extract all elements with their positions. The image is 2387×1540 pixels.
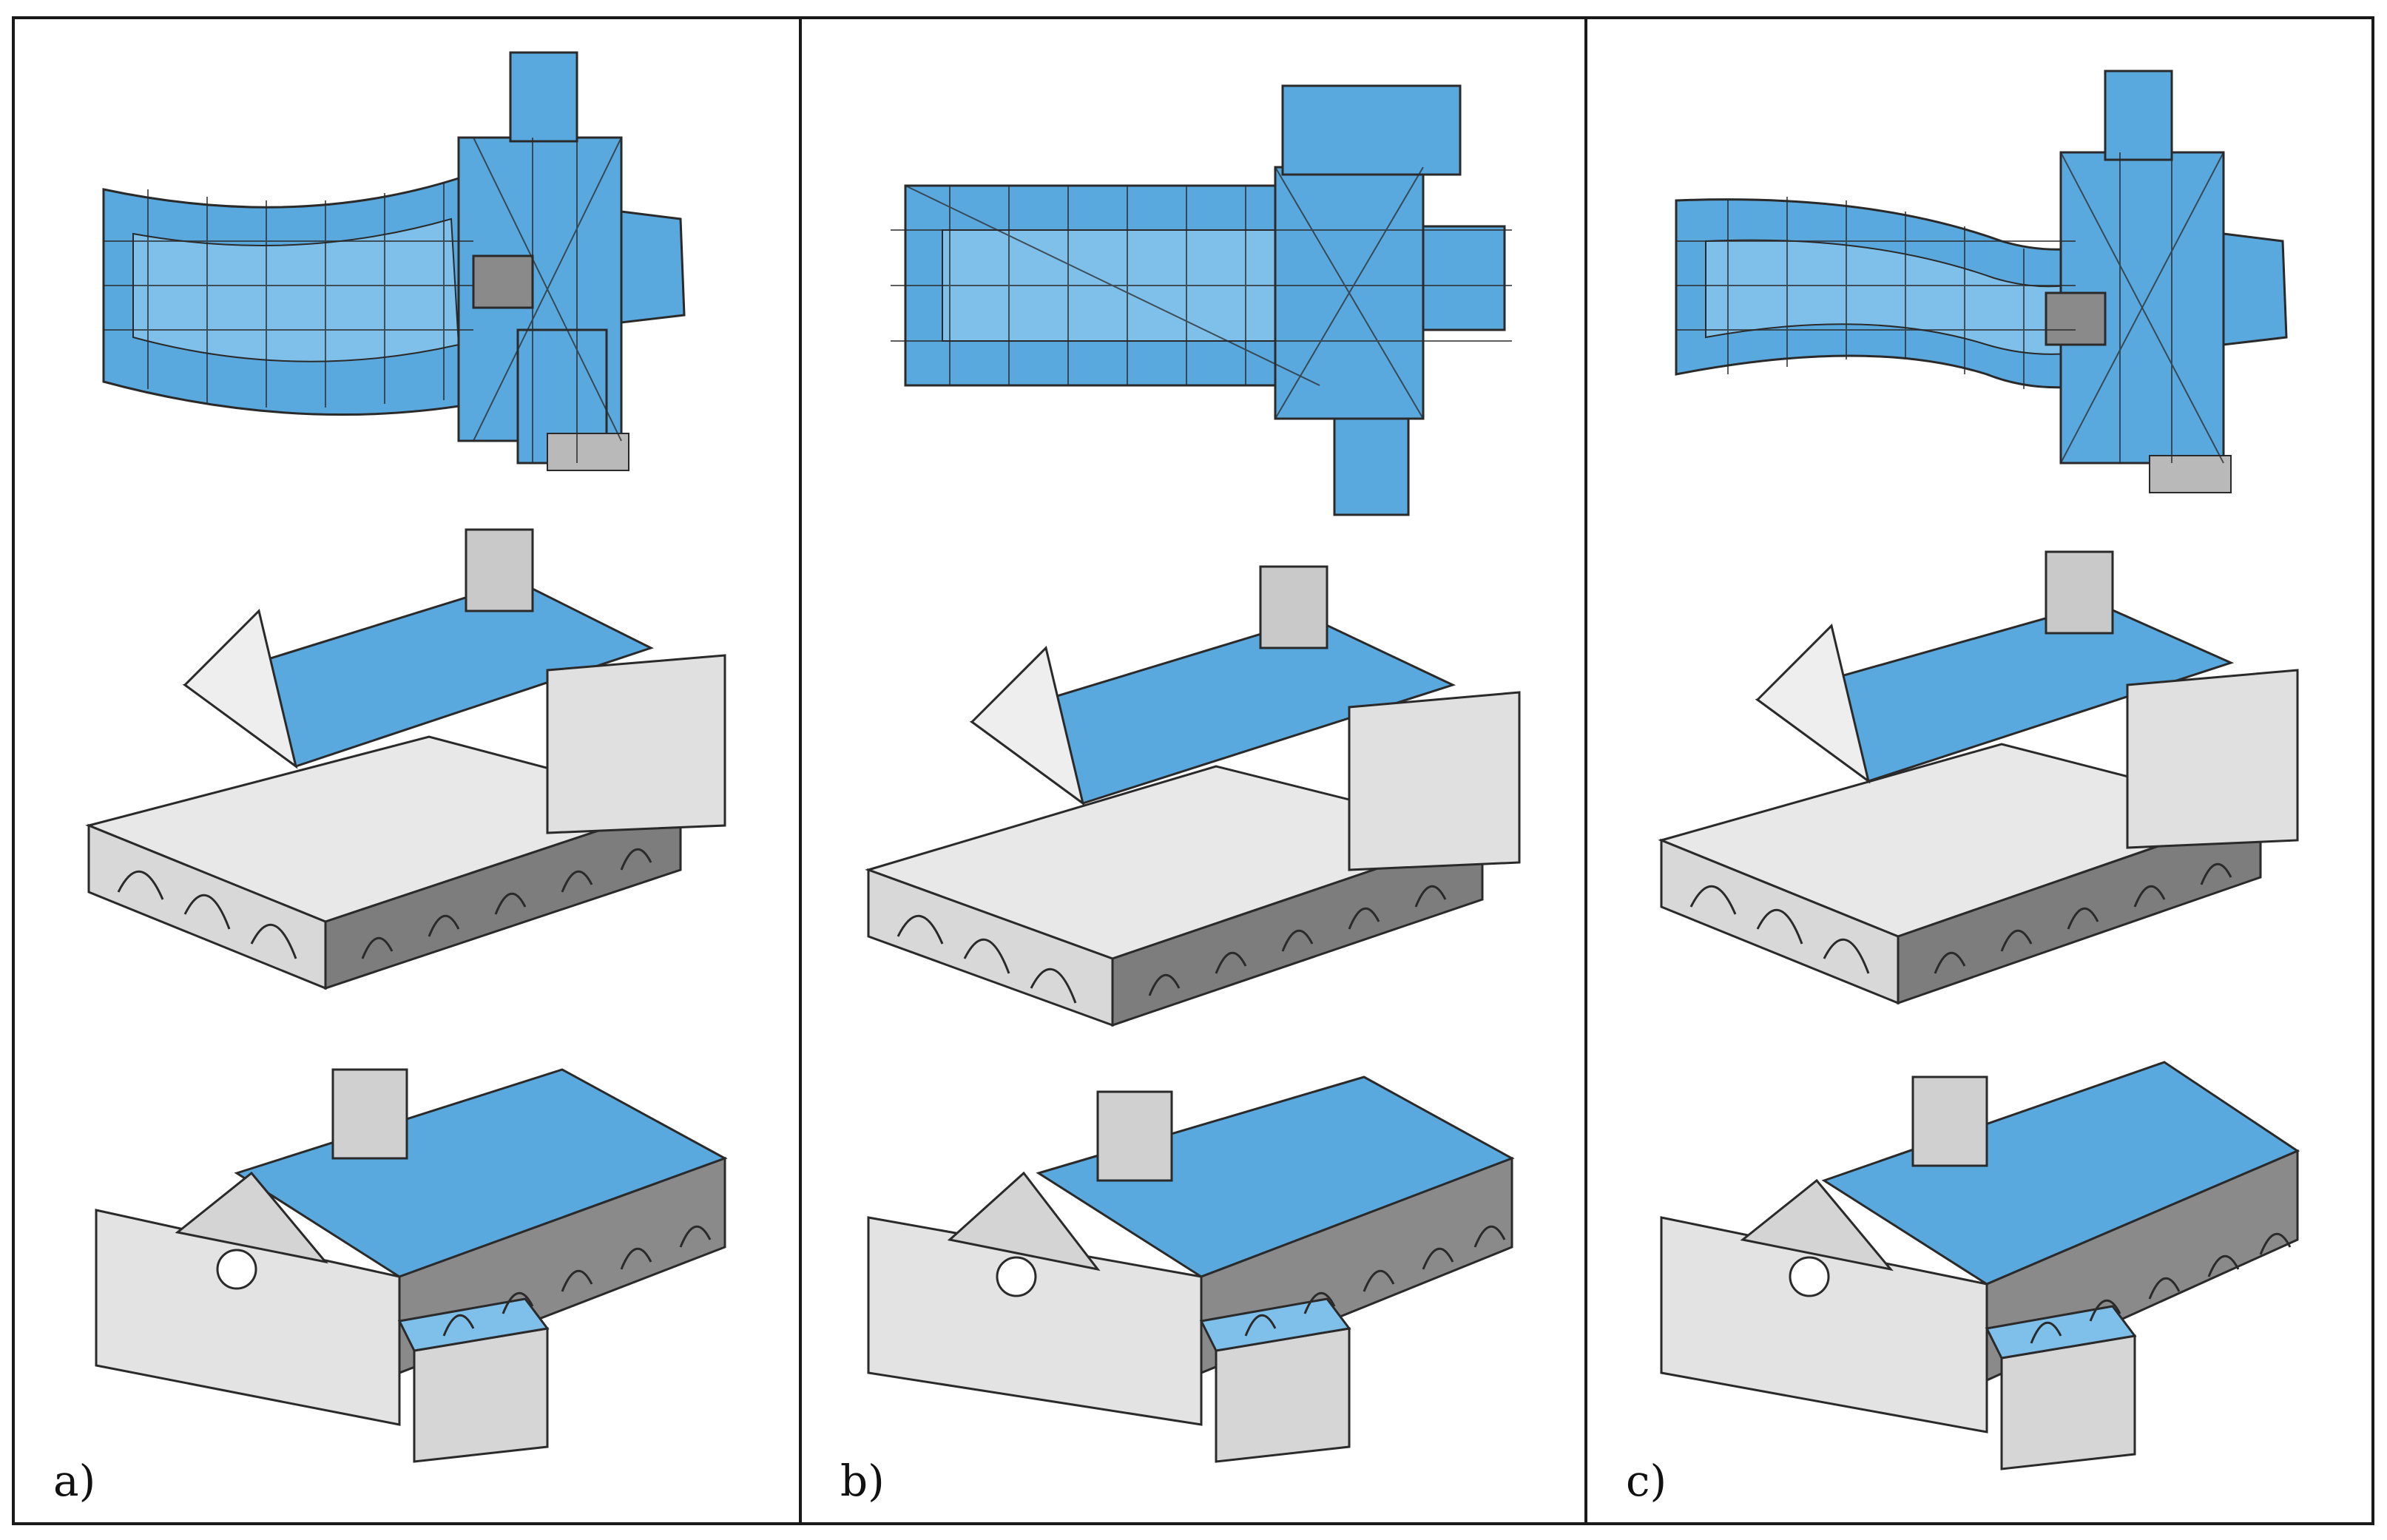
plan-view bbox=[1675, 70, 2288, 493]
front-gable bbox=[1740, 1178, 1894, 1271]
long-wall bbox=[324, 801, 682, 990]
sacristy bbox=[547, 433, 629, 471]
rose-window bbox=[1789, 1256, 1830, 1297]
tower-block bbox=[1259, 565, 1328, 649]
transept-block bbox=[1348, 691, 1521, 871]
crossing-block bbox=[2045, 291, 2107, 346]
long-wall bbox=[1897, 808, 2262, 1005]
north-chapel-mesh bbox=[1281, 84, 1462, 176]
panel-a-graphics bbox=[85, 51, 728, 1463]
tower-block bbox=[1911, 1075, 1988, 1167]
apse-mesh bbox=[2222, 232, 2288, 346]
transept-block bbox=[546, 654, 726, 834]
plan-view bbox=[891, 84, 1512, 516]
lower-3d-view bbox=[95, 1068, 728, 1463]
front-gable bbox=[947, 1171, 1101, 1271]
front-gable bbox=[175, 1171, 328, 1264]
panel-label-b: b) bbox=[840, 1456, 885, 1506]
long-wall bbox=[1111, 831, 1484, 1027]
sacristy-roof bbox=[1199, 1297, 1351, 1352]
panel-label-c: c) bbox=[1626, 1456, 1667, 1506]
transept-facade bbox=[867, 1216, 1203, 1426]
tower-block bbox=[465, 528, 534, 612]
gable-wall bbox=[970, 646, 1085, 806]
lower-3d-view bbox=[867, 1075, 1515, 1463]
panel-b-graphics bbox=[865, 84, 1521, 1463]
panel-c: c) bbox=[1584, 16, 2374, 1525]
rose-window bbox=[216, 1249, 257, 1290]
lower-3d-view bbox=[1660, 1061, 2300, 1470]
crossing-block bbox=[472, 254, 534, 309]
panel-a: a) bbox=[12, 16, 802, 1525]
upper-3d-view bbox=[865, 565, 1521, 1027]
panel-c-graphics bbox=[1658, 70, 2300, 1470]
apse-mesh bbox=[620, 210, 686, 324]
south-tower-mesh bbox=[1333, 417, 1410, 516]
choir-mesh bbox=[1422, 225, 1506, 331]
tower-block bbox=[1096, 1090, 1173, 1182]
upper-3d-view bbox=[85, 528, 726, 990]
sacristy-roof bbox=[397, 1297, 550, 1352]
panel-b: b) bbox=[799, 16, 1587, 1525]
upper-3d-view bbox=[1658, 550, 2299, 1005]
plan-view bbox=[102, 51, 686, 471]
gable-wall bbox=[183, 609, 298, 769]
transept-block bbox=[2126, 669, 2299, 849]
sacristy bbox=[2149, 455, 2232, 493]
panel-label-a: a) bbox=[53, 1456, 96, 1506]
tower-mesh bbox=[509, 51, 578, 143]
gable-wall bbox=[1755, 624, 1871, 784]
rose-window bbox=[996, 1256, 1037, 1297]
sacristy-roof bbox=[1985, 1305, 2137, 1360]
tower-mesh bbox=[2104, 70, 2173, 161]
tower-block bbox=[2045, 550, 2114, 635]
tower-block bbox=[331, 1068, 408, 1160]
